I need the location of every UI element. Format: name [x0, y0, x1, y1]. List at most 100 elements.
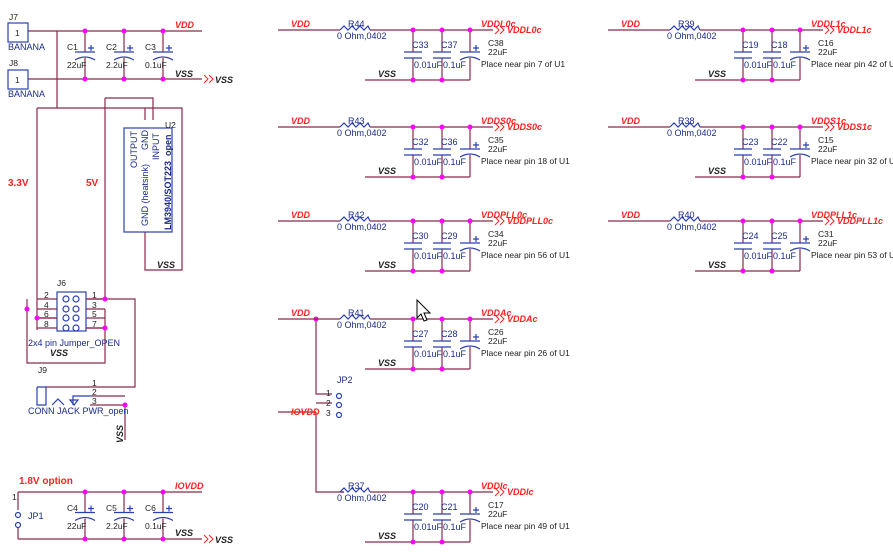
pin-circle	[62, 305, 70, 313]
capacitor-symbol	[734, 148, 752, 156]
cap-value: 0.01uF	[744, 60, 773, 70]
polarized-capacitor-symbol	[113, 505, 135, 522]
j7-connector	[7, 22, 29, 43]
capacitor-symbol	[763, 51, 781, 59]
j6-pin-left: 8	[44, 319, 49, 329]
junction-dot	[410, 366, 416, 372]
cap-value: 22uF	[488, 144, 507, 154]
j9-vss: VSS	[115, 425, 125, 443]
j9-pin2: 2	[92, 387, 97, 397]
port-arrow-icon	[824, 25, 835, 35]
pin-circle	[62, 324, 70, 332]
junction-dot	[121, 28, 127, 34]
filter-input-net: VDD	[291, 116, 311, 126]
output-net-label: VDDAc	[481, 308, 512, 318]
cap-ref: C3	[145, 42, 156, 52]
jp2-iovdd-label: IOVDD	[291, 407, 320, 417]
output-port-label: VDDL1c	[837, 25, 872, 35]
resistor-ref: R42	[348, 210, 365, 220]
capacitor-symbol	[404, 340, 422, 348]
cap-ref: C1	[67, 42, 78, 52]
cap-ref: C38	[488, 38, 504, 48]
j9-pin3: 3	[92, 396, 97, 406]
junction-dot	[82, 489, 88, 495]
resistor-symbol	[669, 215, 701, 222]
capacitor-symbol	[763, 148, 781, 156]
output-port-label: VDDL0c	[507, 25, 542, 35]
j7-name: BANANA	[8, 42, 45, 52]
junction-dot	[769, 174, 775, 180]
cap-ref: C36	[441, 137, 458, 147]
polarized-capacitor-symbol	[459, 236, 481, 252]
placement-note: Place near pin 49 of U1	[481, 521, 570, 531]
output-port-label: VDDIc	[507, 487, 534, 497]
vss-net-label: VSS	[378, 531, 396, 541]
cap-ref: C34	[488, 229, 504, 239]
junction-dot	[797, 124, 803, 130]
output-net-label: VDDL0c	[481, 19, 516, 29]
resistor-ref: R37	[348, 481, 365, 491]
filter-input-net: VDD	[621, 210, 641, 220]
cap-ref: C19	[742, 40, 759, 50]
capacitor-symbol	[433, 340, 451, 348]
cap-ref: C22	[771, 137, 788, 147]
mouse-cursor-icon	[416, 298, 432, 322]
junction-dot	[797, 218, 803, 224]
junction-dot	[121, 536, 127, 542]
placement-note: Place near pin 7 of U1	[481, 59, 565, 69]
vss-net-label: VSS	[175, 69, 193, 79]
resistor-symbol	[339, 215, 371, 222]
cap-value: 0.1uF	[773, 60, 797, 70]
junction-dot	[439, 27, 445, 33]
vss-net-label: VSS	[708, 260, 726, 270]
u2-regulator	[123, 127, 173, 233]
filter-input-net: VDD	[291, 308, 311, 318]
junction-dot	[740, 218, 746, 224]
vdd-net-label: VDD	[175, 20, 195, 30]
placement-note: Place near pin 32 of U1	[811, 156, 893, 166]
junction-dot	[769, 77, 775, 83]
cap-ref: C21	[441, 502, 458, 512]
j9-name: CONN JACK PWR_open	[28, 406, 129, 416]
cap-value: 0.1uF	[773, 157, 797, 167]
filter-input-net: VDD	[621, 116, 641, 126]
vss-net-label-bottom: VSS	[175, 528, 193, 538]
capacitor-symbol	[404, 513, 422, 521]
cap-ref: C30	[412, 231, 429, 241]
cap-value: 0.1uF	[443, 349, 467, 359]
capacitor-symbol	[763, 242, 781, 250]
resistor-symbol	[339, 313, 371, 320]
cap-ref: C2	[106, 42, 117, 52]
junction-dot	[467, 124, 473, 130]
resistor-value: 0 Ohm,0402	[337, 493, 387, 503]
cap-value: 22uF	[818, 238, 837, 248]
vss-net-label: VSS	[708, 69, 726, 79]
junction-dot	[769, 124, 775, 130]
port-arrow-icon	[494, 122, 505, 132]
j6-pin-right: 3	[92, 300, 97, 310]
polarized-capacitor-symbol	[459, 45, 481, 61]
junction-dot	[410, 268, 416, 274]
polarized-capacitor-symbol	[459, 142, 481, 158]
power-input-section: J7 1 BANANA J8 1 BANANA VDD VSS VSS C122…	[7, 12, 233, 545]
cap-ref: C28	[441, 329, 458, 339]
polarized-capacitor-symbol	[74, 505, 96, 522]
cap-value: 22uF	[67, 60, 86, 70]
placement-note: Place near pin 18 of U1	[481, 156, 570, 166]
vss-port-label-bottom: VSS	[215, 535, 233, 545]
junction-dot	[410, 218, 416, 224]
cap-ref: C25	[771, 231, 788, 241]
cap-value: 22uF	[488, 336, 507, 346]
junction-dot	[467, 316, 473, 322]
output-net-label: VDDPLL0c	[481, 210, 527, 220]
cap-ref: C26	[488, 327, 504, 337]
resistor-symbol	[669, 24, 701, 31]
filter-input-net: VDD	[621, 19, 641, 29]
junction-dot	[439, 366, 445, 372]
output-net-label: VDDPLL1c	[811, 210, 857, 220]
resistor-value: 0 Ohm,0402	[337, 31, 387, 41]
pin-circle	[62, 314, 70, 322]
pin-circle	[72, 305, 80, 313]
junction-dot	[769, 27, 775, 33]
resistor-value: 0 Ohm,0402	[667, 128, 717, 138]
